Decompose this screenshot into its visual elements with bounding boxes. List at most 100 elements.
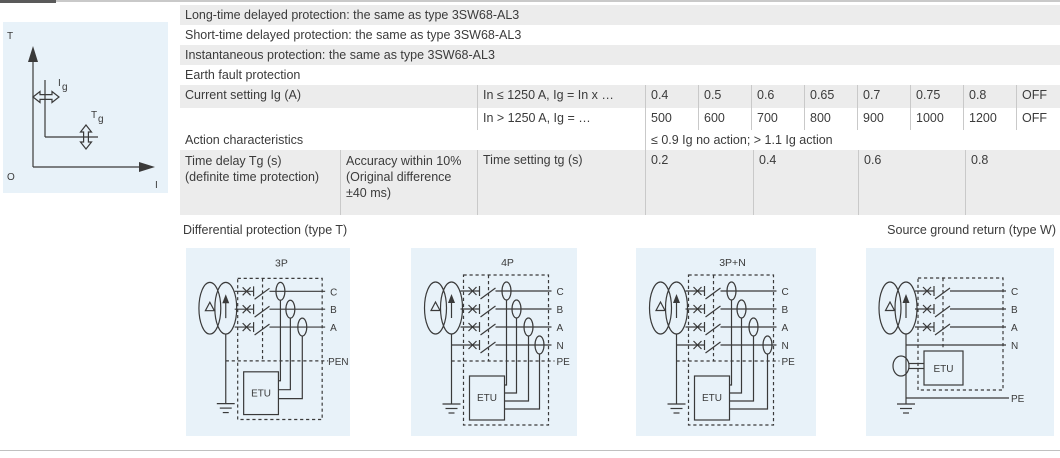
value-cell: 0.6 [751,85,804,108]
short-time-protection-row: Short-time delayed protection: the same … [180,25,1060,45]
value-cell: 0.7 [857,85,910,108]
transformer-icon [198,281,238,335]
origin-label: O [7,172,15,183]
breaker-enclosure [687,274,775,426]
instantaneous-protection-row: Instantaneous protection: the same as ty… [180,45,1060,65]
line-label-a: A [557,323,564,334]
etu-box [243,371,280,416]
ground-icon [216,403,235,414]
phase-b [234,299,326,319]
accuracy-line2: (Original difference [346,170,452,184]
accuracy-line3: ±40 ms) [346,186,392,200]
row-text: Short-time delayed protection: the same … [185,28,522,42]
row-text: Earth fault protection [185,68,301,82]
ct-icon [285,299,296,319]
diagram-title: 3P [275,258,288,269]
setting-label-cell: Time setting tg (s) [477,150,645,215]
ground-ct-icon [892,355,910,377]
axes [28,46,155,172]
line-label-n: N [782,341,789,352]
transformer-icon [648,281,689,335]
value-cell: 0.8 [963,85,1016,108]
value-cell: OFF [1016,108,1060,130]
value-cell: 500 [645,108,698,130]
tg-label: T [91,110,97,121]
line-label-c: C [330,287,337,298]
value-cell: 0.65 [804,85,857,108]
accuracy-cell: Accuracy within 10% (Original difference… [340,150,477,215]
line-label-b: B [557,305,564,316]
diagram-panel-3p: 3P [186,248,350,436]
row-label-cell [180,108,477,130]
diagram-title: 3P+N [719,257,746,269]
line-label-a: A [1011,323,1018,334]
bottom-rule [0,450,1060,451]
time-delay-row: Time delay Tg (s) (definite time protect… [180,150,1060,215]
line-label-pe: PE [1011,394,1025,405]
action-value-cell: ≤ 0.9 Ig no action; > 1.1 Ig action [645,130,1060,150]
line-label-c: C [1011,287,1018,298]
ct-wire [278,300,282,382]
current-setting-row-2: In > 1250 A, Ig = … 500 600 700 800 900 … [180,108,1060,130]
transformer-icon [423,281,464,335]
tripping-curve-figure: T O I I g T g [3,22,168,193]
top-rule-accent [0,0,56,3]
y-axis-arrow-icon [28,46,38,62]
value-cell: 900 [857,108,910,130]
ground-icon [897,403,915,414]
ct-wire [504,300,508,386]
action-characteristics-row: Action characteristics ≤ 0.9 Ig no actio… [180,130,1060,150]
ig-adjust-arrow-icon [32,90,60,104]
value-cell: 1200 [963,108,1016,130]
long-time-protection-row: Long-time delayed protection: the same a… [180,5,1060,25]
etu-label: ETU [477,393,497,404]
ct-wire [504,354,541,410]
value-cell: 700 [751,108,804,130]
ig-label-sub: g [62,82,68,93]
accuracy-line1: Accuracy within 10% [346,154,462,168]
etu-box [923,350,964,386]
circuit-4p-svg: 4P [423,257,570,426]
line-label-b: B [782,305,789,316]
tg-label-sub: g [98,114,104,125]
value-cell: 0.6 [858,150,965,215]
line-label-n: N [557,341,564,352]
value-cell: 0.4 [645,85,698,108]
line-label-a: A [782,323,789,334]
value-cell: 0.4 [753,150,858,215]
etu-label: ETU [934,364,954,375]
condition-cell: In ≤ 1250 A, Ig = In x … [477,85,645,108]
row-text: Instantaneous protection: the same as ty… [185,48,495,62]
line-label-b: B [1011,305,1018,316]
value-cell: 0.75 [910,85,963,108]
diagram-panel-type-w: ETU C B A N PE [866,248,1054,436]
value-cell: 800 [804,108,857,130]
circuit-w-svg: ETU C B A N PE [878,277,1025,414]
time-delay-label-line2: (definite time protection) [185,170,320,184]
value-cell: 600 [698,108,751,130]
diagram-panel-4p: 4P [411,248,577,436]
circuit-3p-svg: 3P [198,258,349,421]
value-cell: OFF [1016,85,1060,108]
line-label-pe: PE [782,357,796,368]
phase-c [234,281,326,301]
tg-adjust-arrow-icon [79,124,93,150]
breaker-enclosure [917,277,1004,391]
ground-icon [442,403,461,414]
condition-cell: In > 1250 A, Ig = … [477,108,645,130]
line-label-c: C [557,287,564,298]
ct-wire [504,336,530,402]
ct-wire [729,318,743,394]
phase-c [685,281,777,301]
neutral-pole [451,335,552,355]
etu-box [693,375,731,421]
row-label-cell: Action characteristics [185,133,304,147]
current-setting-row-1: Current setting Ig (A) In ≤ 1250 A, Ig =… [180,85,1060,108]
source-ground-return-label: Source ground return (type W) [887,223,1056,237]
value-cell: 1000 [910,108,963,130]
ct-wire [504,318,518,394]
ct-wire [729,354,769,410]
value-cell: 0.2 [645,150,753,215]
diagram-panel-3pn: 3P+N [636,248,816,436]
phase-c [915,286,1006,300]
